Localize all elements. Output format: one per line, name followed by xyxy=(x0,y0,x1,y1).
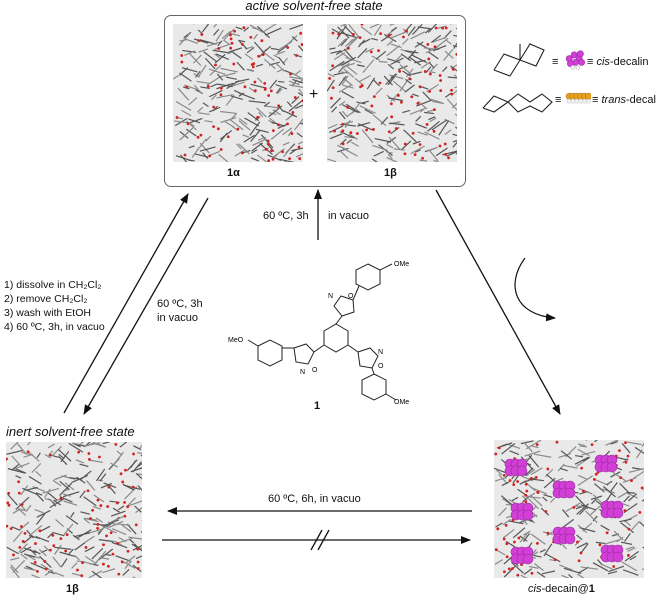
step-3: 3) wash with EtOH xyxy=(4,307,91,319)
block-slash-1 xyxy=(310,529,323,551)
trans-decalin-label: -decalin xyxy=(625,94,656,106)
left-arrow-condition-2: in vacuo xyxy=(157,312,198,324)
left-down-arrow xyxy=(83,197,209,415)
recrystallization-steps: 1) dissolve in CH₂Cl₂ 2) remove CH₂Cl₂ 3… xyxy=(4,278,105,334)
cis-decalin-bottom-icon xyxy=(268,560,312,594)
o3-text: O xyxy=(378,363,384,370)
block-slash-2 xyxy=(317,529,330,551)
inclusion-label-1: 1 xyxy=(588,583,595,595)
trans-equiv-1: ≡ xyxy=(555,94,562,106)
step-2: 2) remove CH₂Cl₂ xyxy=(4,293,88,305)
cis-decalin-skeleton-icon xyxy=(493,43,545,77)
ome-left-text: MeO xyxy=(228,337,244,344)
lattice-inclusion-image xyxy=(494,440,644,578)
n2-text: N xyxy=(300,369,305,376)
trans-decalin-released-icon xyxy=(556,305,596,331)
step-4: 4) 60 ºC, 3h, in vacuo xyxy=(4,321,105,333)
left-up-arrow xyxy=(63,193,189,414)
cis-decalin-reactant-icon xyxy=(508,226,552,260)
o1-text: O xyxy=(348,293,354,300)
trans-equiv-2: ≡ xyxy=(592,94,599,106)
molecule-1-structure: OMe MeO OMe N O N O N O xyxy=(228,261,409,406)
active-state-box: + 1α 1β xyxy=(164,15,466,187)
lattice-inert-image xyxy=(6,442,142,578)
lattice-1beta-image xyxy=(327,24,457,162)
ome-bottom-text: OMe xyxy=(394,399,409,406)
n1-text: N xyxy=(328,293,333,300)
crystal-structure-1alpha xyxy=(173,24,303,162)
crystal-structure-1beta xyxy=(327,24,457,162)
cis-word: cis xyxy=(596,56,610,68)
plus-sign: + xyxy=(309,86,319,103)
release-curve-arrow xyxy=(514,257,556,322)
molecule-1-label: 1 xyxy=(314,400,321,412)
crystal-structure-cis-decalin-at-1 xyxy=(494,440,644,578)
lattice-1alpha-image xyxy=(173,24,303,162)
left-arrow-condition-1: 60 ºC, 3h xyxy=(157,298,203,310)
center-arrow-vacuo: in vacuo xyxy=(328,210,369,222)
trans-decalin-bottom-icon xyxy=(318,562,358,588)
o2-text: O xyxy=(312,367,318,374)
center-arrow-condition: 60 ºC, 3h xyxy=(263,210,309,222)
ome-top-text: OMe xyxy=(394,261,409,268)
cis-decalin-label: -decalin xyxy=(609,56,649,68)
cis-equiv-2: ≡ xyxy=(587,56,594,68)
trans-decalin-reactant-icon xyxy=(556,232,596,258)
inert-state-title: inert solvent-free state xyxy=(6,424,135,439)
trans-decalin-skeleton-icon xyxy=(482,93,553,113)
right-down-arrow xyxy=(435,189,561,415)
n3-text: N xyxy=(378,349,383,356)
inclusion-label-cis: cis xyxy=(528,583,542,595)
cis-decalin-spacefill-icon xyxy=(565,50,585,70)
trans-word: trans xyxy=(601,94,626,106)
crystal-structure-inert-1beta xyxy=(6,442,142,578)
active-state-title: active solvent-free state xyxy=(245,0,383,13)
label-1beta: 1β xyxy=(384,167,397,179)
inclusion-label-rest: -decain@ xyxy=(541,583,589,595)
inclusion-label: cis-decain@1 xyxy=(528,583,595,595)
inert-1beta-label: 1β xyxy=(66,583,79,595)
cis-equiv-1: ≡ xyxy=(552,56,559,68)
step-1: 1) dissolve in CH₂Cl₂ xyxy=(4,279,102,291)
trans-decalin-spacefill-icon xyxy=(565,92,591,104)
label-1alpha: 1α xyxy=(227,167,240,179)
bottom-arrow-condition: 60 ºC, 6h, in vacuo xyxy=(268,493,361,505)
